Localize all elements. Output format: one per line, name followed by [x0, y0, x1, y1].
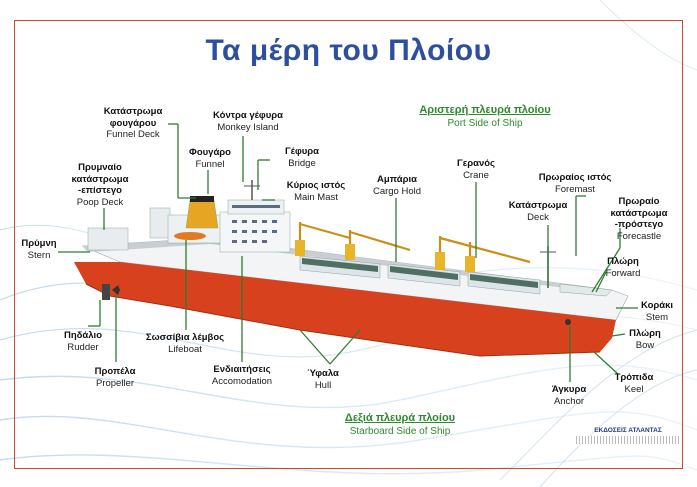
label-lifeboat: Σωσσίβια λέμβος Lifeboat	[145, 332, 225, 355]
port-side-label: Αριστερή πλευρά πλοίου Port Side of Ship	[380, 104, 590, 130]
label-crane: Γερανός Crane	[457, 158, 495, 181]
starboard-side-label: Δεξιά πλευρά πλοίου Starboard Side of Sh…	[290, 412, 510, 438]
label-bow: Πλώρη Bow	[629, 328, 661, 351]
port-side-english: Port Side of Ship	[447, 118, 523, 129]
label-accomodation: Ενδιαιτήσεις Accomodation	[211, 364, 273, 387]
page-title: Τα μέρη του Πλοίου	[205, 34, 492, 67]
label-cargo-hold: Αμπάρια Cargo Hold	[372, 174, 422, 197]
label-forecastle: Πρωραίο κατάστρωμα -πρόστεγο Forecastle	[610, 196, 668, 242]
label-hull: Ύφαλα Hull	[307, 368, 339, 391]
barcode	[576, 436, 680, 444]
publisher-name: ΕΚΔΟΣΕΙΣ ΑΤΛΑΝΤΑΣ	[594, 427, 662, 434]
label-stem: Κοράκι Stem	[640, 300, 674, 323]
label-deck: Κατάστρωμα Deck	[508, 200, 568, 223]
label-forward: Πλώρη Forward	[605, 256, 641, 279]
poster-frame	[14, 20, 683, 469]
label-bridge: Γέφυρα Bridge	[284, 146, 320, 169]
hull-red	[74, 262, 616, 356]
label-monkey-island: Κόντρα γέφυρα Monkey Island	[213, 110, 283, 133]
label-anchor: Άγκυρα Anchor	[551, 384, 587, 407]
starboard-side-greek: Δεξιά πλευρά πλοίου	[344, 412, 456, 424]
label-foremast: Πρωραίος ιστός Foremast	[538, 172, 612, 195]
port-side-greek: Αριστερή πλευρά πλοίου	[419, 104, 551, 116]
label-stern: Πρύμνη Stern	[21, 238, 57, 261]
label-main-mast: Κύριος ιστός Main Mast	[286, 180, 346, 203]
publisher-block: ΕΚΔΟΣΕΙΣ ΑΤΛΑΝΤΑΣ	[576, 427, 680, 457]
label-funnel: Φουγάρο Funnel	[189, 147, 231, 170]
label-funnel-deck: Κατάστρωμα φουγάρου Funnel Deck	[103, 106, 163, 140]
label-propeller: Προπέλα Propeller	[94, 366, 136, 389]
label-keel: Τρόπιδα Keel	[614, 372, 654, 395]
label-rudder: Πηδάλιο Rudder	[64, 330, 102, 353]
starboard-side-english: Starboard Side of Ship	[349, 426, 451, 437]
label-poop-deck: Πρυμναίο κατάστρωμα -επίστεγο Poop Deck	[71, 162, 129, 208]
